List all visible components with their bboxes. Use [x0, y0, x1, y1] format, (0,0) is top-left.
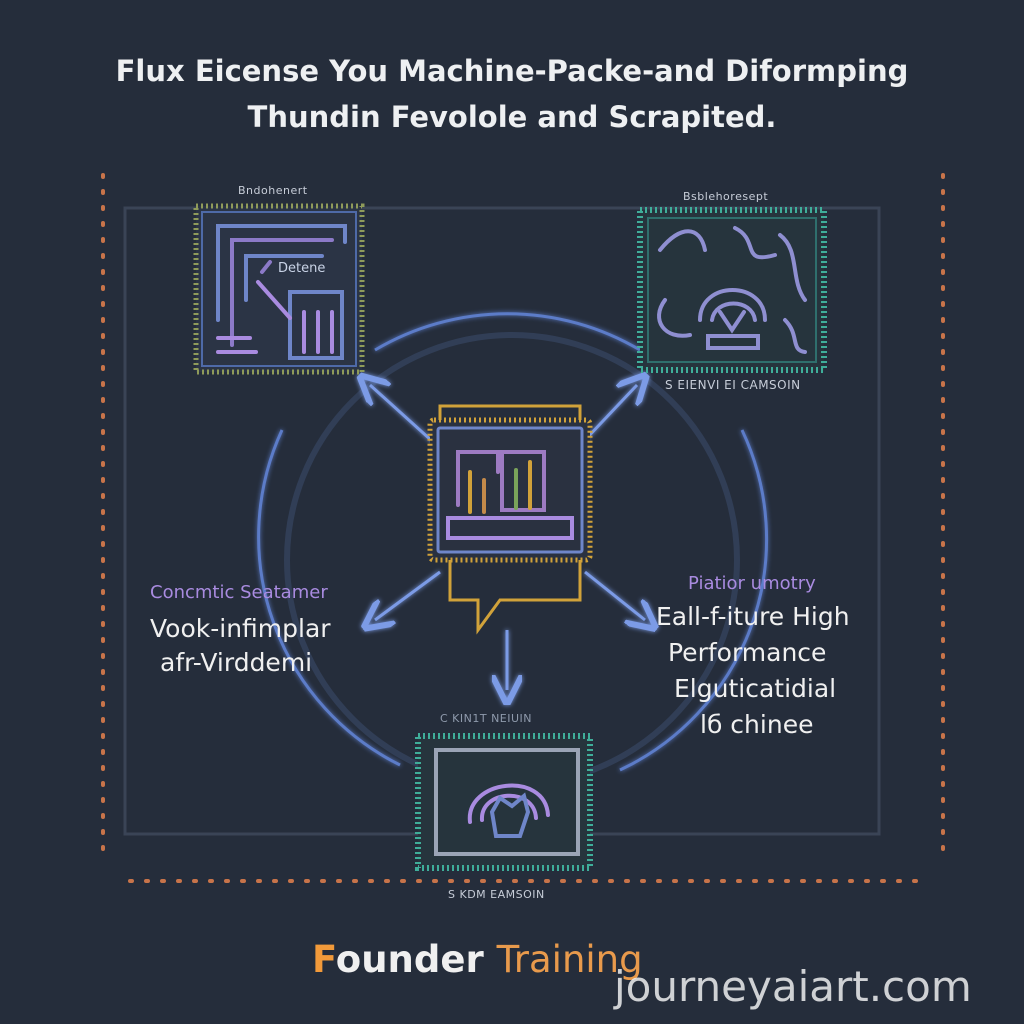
left-label-heading: Concmtic Seatamer — [150, 582, 328, 603]
title-line-2: Thundin Fevolole and Scrapited. — [247, 100, 777, 134]
left-label-line-2: afr-Virddemi — [160, 648, 313, 677]
hand-icon — [467, 783, 550, 838]
top-right-caption: Bsblehoresept — [683, 190, 769, 203]
bottom-caption: C KIN1T NEIUIN — [440, 712, 533, 725]
right-label-heading: Piatior umotry — [688, 573, 816, 594]
outer-dotted-frame — [101, 173, 945, 883]
watermark-text: journeyaiart.com — [614, 962, 972, 1011]
brand-mark: F — [312, 938, 336, 981]
top-left-caption: Bndohenert — [238, 184, 308, 197]
brain-icon — [657, 226, 807, 354]
top-left-inner-text: Detene — [278, 261, 326, 276]
right-label-line-1: Eall-f-iture High — [656, 602, 850, 631]
brand-logo: Founder Training — [312, 938, 643, 981]
monitor-chart-icon — [446, 450, 574, 540]
ring-arcs — [257, 312, 769, 772]
right-label-line-4: lб chinee — [700, 710, 814, 739]
page-title: Flux Eicense You Machine-Packe-and Difor… — [0, 48, 1024, 140]
left-label-line-1: Vook-infimplar — [150, 614, 331, 643]
title-line-1: Flux Eicense You Machine-Packe-and Difor… — [115, 54, 909, 88]
bottom-footer: S KDM EAMSOIN — [448, 888, 545, 901]
node-top-left — [193, 203, 365, 375]
brand-word-1: ounder — [335, 938, 484, 981]
right-label-line-2: Performance — [668, 638, 827, 667]
node-bottom — [415, 733, 593, 871]
node-top-right — [637, 207, 827, 373]
node-center — [427, 404, 593, 635]
dashboard-icon — [216, 224, 347, 360]
brand-word-2: Training — [496, 938, 643, 981]
top-right-footer: S EIENVI EI CAMSOIN — [665, 378, 801, 392]
right-label-line-3: Elguticatidial — [674, 674, 837, 703]
